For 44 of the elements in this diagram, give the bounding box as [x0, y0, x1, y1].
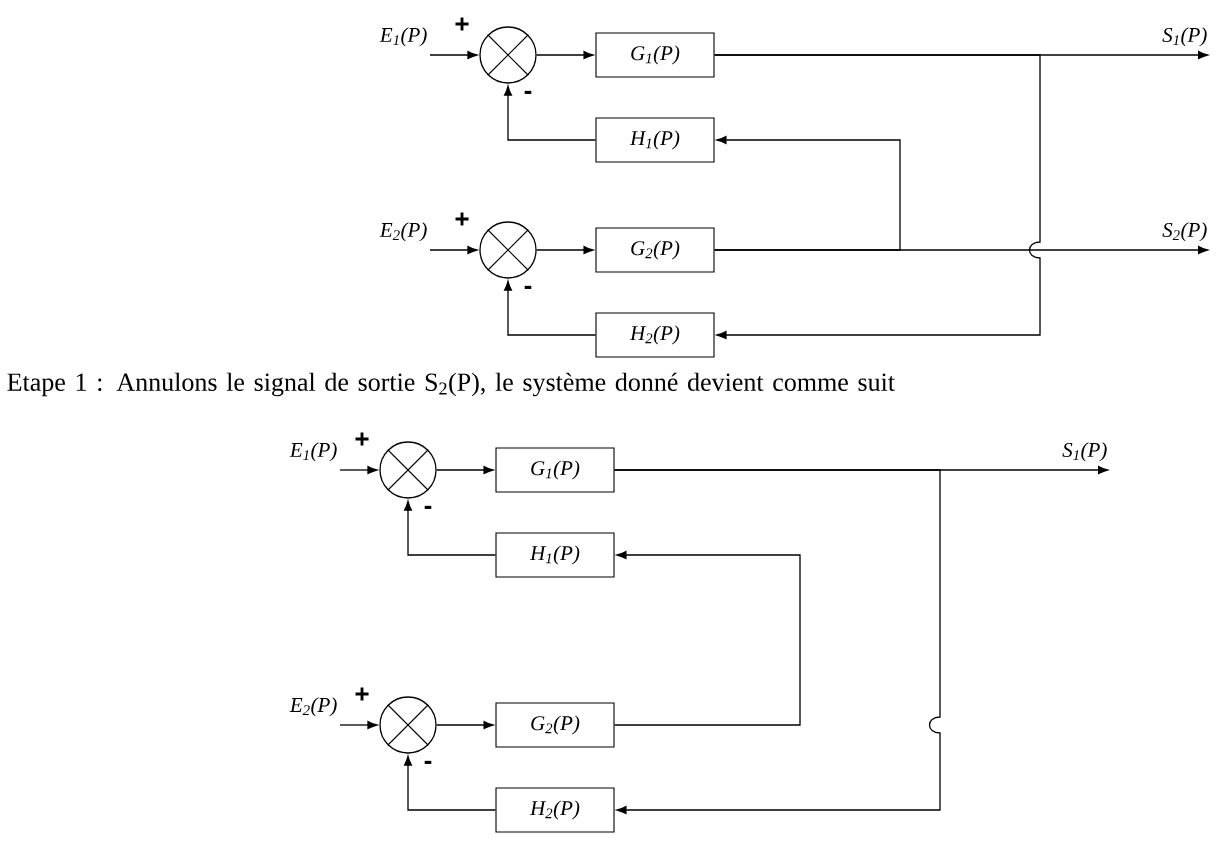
transfer-function-box: G$_{2}$(P): [495, 702, 615, 748]
sign-label: -: [524, 90, 532, 94]
input-label: E$_{1}$(P): [379, 27, 427, 47]
summing-junction: [379, 441, 437, 499]
sign-label: -: [424, 505, 432, 509]
arrow: [429, 51, 478, 59]
input-label: E$_{2}$(P): [289, 697, 337, 717]
sign-label: +: [355, 687, 369, 701]
summing-junction: [379, 696, 437, 754]
input-label: E$_{1}$(P): [289, 442, 337, 462]
arrow: [436, 466, 494, 474]
arrow: [536, 51, 594, 59]
transfer-function-box: H$_{1}$(P): [495, 532, 615, 578]
transfer-function-box: G$_{2}$(P): [595, 227, 715, 273]
sign-label: +: [455, 17, 469, 31]
arrow: [713, 136, 901, 251]
arrow: [536, 246, 594, 254]
sign-label: -: [424, 760, 432, 764]
output-label: S$_{1}$(P): [1062, 442, 1107, 462]
arrow: [504, 85, 597, 141]
transfer-function-box: H$_{2}$(P): [495, 787, 615, 833]
transfer-function-box: H$_{2}$(P): [595, 312, 715, 358]
transfer-function-box: G$_{1}$(P): [495, 447, 615, 493]
arrow: [404, 755, 497, 811]
arrow: [404, 500, 497, 556]
transfer-function-box: G$_{1}$(P): [595, 32, 715, 78]
output-label: S$_{1}$(P): [1162, 27, 1207, 47]
step-text: Etape 1 : Annulons le signal de sortie S$_{2}$(P), le système donné devient comme suit: [7, 372, 895, 397]
arrow: [613, 469, 941, 814]
output-label: S$_{2}$(P): [1162, 222, 1207, 242]
arrow: [436, 721, 494, 729]
summing-junction: [479, 221, 537, 279]
summing-junction: [479, 26, 537, 84]
arrow: [339, 721, 378, 729]
transfer-function-box: H$_{1}$(P): [595, 117, 715, 163]
arrow: [429, 246, 478, 254]
arrow: [713, 54, 1041, 339]
sign-label: -: [524, 285, 532, 289]
input-label: E$_{2}$(P): [379, 222, 427, 242]
sign-label: +: [355, 432, 369, 446]
arrow: [339, 466, 378, 474]
arrow: [504, 280, 597, 336]
sign-label: +: [455, 212, 469, 226]
arrow: [613, 551, 801, 726]
